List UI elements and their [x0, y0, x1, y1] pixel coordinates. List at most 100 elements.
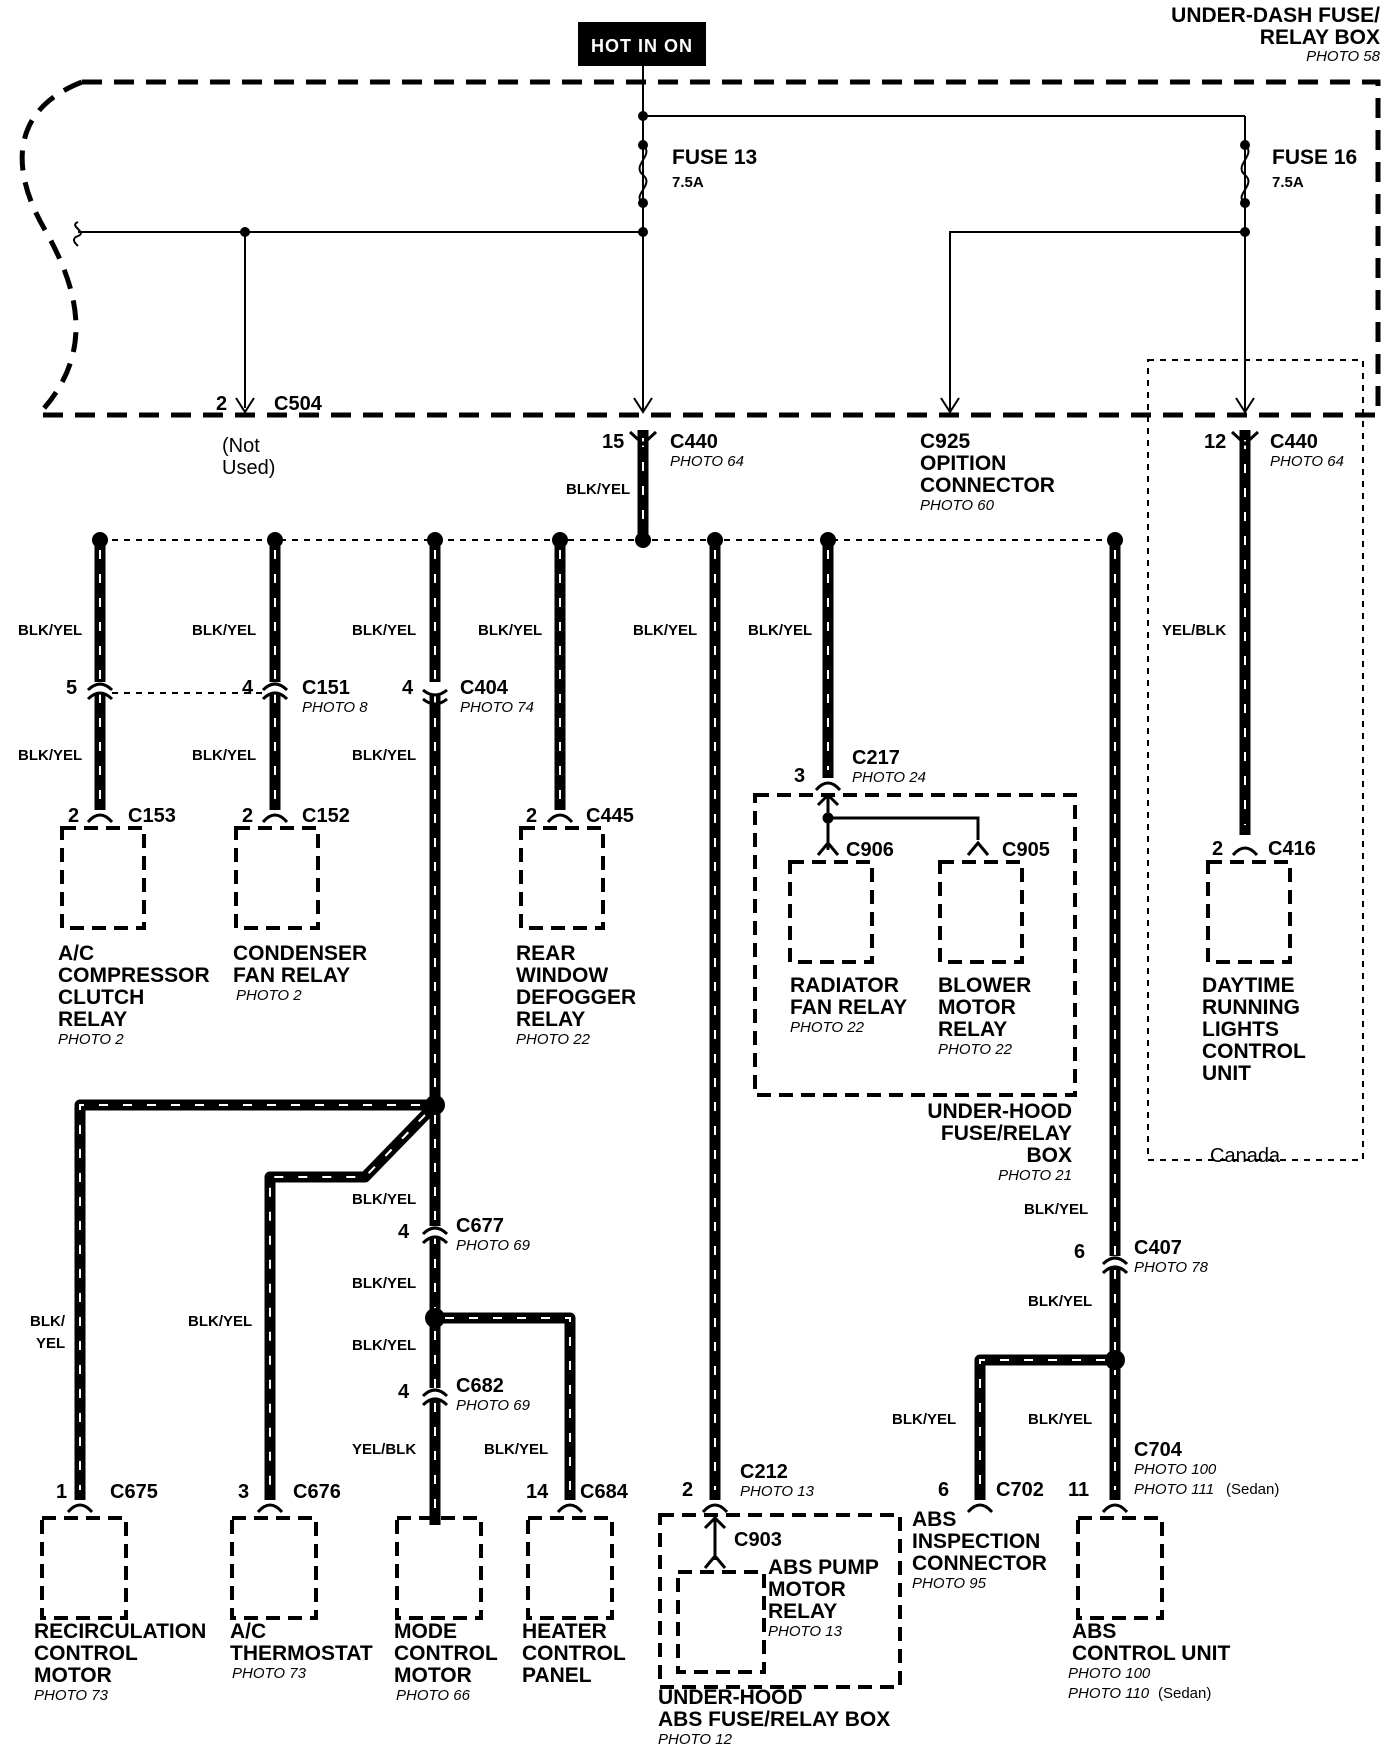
c702-label: 6 C702: [938, 1479, 1044, 1501]
radiator-fan-label: RADIATOR FAN RELAY PHOTO 22: [790, 974, 907, 1036]
abs-fuse-box: [658, 1513, 902, 1689]
svg-text:BLK/YEL: BLK/YEL: [192, 622, 256, 639]
canada-label: Canada: [1210, 1145, 1281, 1167]
svg-text:11: 11: [1068, 1479, 1089, 1501]
c151-label: 5 4 C151 PHOTO 8: [66, 677, 368, 716]
internal-wiring: [72, 66, 1246, 410]
svg-text:PHOTO 78: PHOTO 78: [1134, 1259, 1209, 1276]
fuse13-symbol: [638, 140, 648, 208]
wire-labels-middle: BLK/YEL BLK/YEL BLK/YEL YEL/BLK BLK/YEL …: [30, 1191, 1092, 1458]
svg-text:BLK/: BLK/: [30, 1313, 66, 1330]
mode-motor-label: MODE CONTROL MOTOR PHOTO 66: [394, 1620, 498, 1704]
svg-text:CONTROL: CONTROL: [34, 1642, 138, 1665]
c675-label: 1 C675: [56, 1481, 158, 1503]
svg-text:RELAY: RELAY: [516, 1008, 585, 1031]
svg-text:UNDER-HOOD: UNDER-HOOD: [927, 1100, 1072, 1123]
svg-text:BLK/YEL: BLK/YEL: [1024, 1201, 1088, 1218]
svg-text:PHOTO 73: PHOTO 73: [232, 1665, 307, 1682]
wire-labels-row1: BLK/YEL BLK/YEL BLK/YEL BLK/YEL BLK/YEL …: [18, 622, 1226, 764]
svg-text:PHOTO 95: PHOTO 95: [912, 1575, 987, 1592]
svg-text:PHOTO 100: PHOTO 100: [1134, 1461, 1217, 1478]
svg-text:FUSE/RELAY: FUSE/RELAY: [941, 1122, 1072, 1145]
svg-text:BLK/YEL: BLK/YEL: [484, 1441, 548, 1458]
svg-text:C217: C217: [852, 747, 900, 769]
svg-text:PHOTO 24: PHOTO 24: [852, 769, 926, 786]
svg-text:A/C: A/C: [58, 942, 94, 965]
svg-text:MOTOR: MOTOR: [768, 1578, 846, 1601]
svg-text:BLK/YEL: BLK/YEL: [352, 1337, 416, 1354]
svg-text:BLK/YEL: BLK/YEL: [1028, 1411, 1092, 1428]
c677-label: 4 C677 PHOTO 69: [398, 1215, 531, 1254]
svg-text:BLK/YEL: BLK/YEL: [352, 747, 416, 764]
svg-text:FUSE 16: FUSE 16: [1272, 146, 1357, 169]
splice-dots: [92, 532, 1125, 1370]
svg-text:15: 15: [602, 431, 624, 453]
svg-text:BLOWER: BLOWER: [938, 974, 1031, 997]
svg-text:UNDER-HOOD: UNDER-HOOD: [658, 1686, 803, 1709]
svg-text:7.5A: 7.5A: [1272, 174, 1304, 191]
svg-text:Used): Used): [222, 457, 275, 479]
c152-label: 2 C152: [242, 805, 350, 827]
svg-text:RADIATOR: RADIATOR: [790, 974, 899, 997]
mode-box: [395, 1516, 483, 1620]
svg-text:(Not: (Not: [222, 435, 260, 457]
svg-text:PHOTO 69: PHOTO 69: [456, 1237, 531, 1254]
svg-text:C440: C440: [1270, 431, 1318, 453]
svg-text:PHOTO 2: PHOTO 2: [236, 987, 302, 1004]
heater-box: [526, 1516, 614, 1620]
svg-text:BLK/YEL: BLK/YEL: [748, 622, 812, 639]
svg-text:2: 2: [1212, 838, 1223, 860]
condenser-fan-label: CONDENSER FAN RELAY PHOTO 2: [233, 942, 367, 1004]
c925-label: C925 OPITION CONNECTOR PHOTO 60: [920, 430, 1055, 514]
svg-text:CLUTCH: CLUTCH: [58, 986, 144, 1009]
svg-text:7.5A: 7.5A: [672, 174, 704, 191]
svg-text:C905: C905: [1002, 839, 1050, 861]
abs-cu-box: [1076, 1516, 1164, 1620]
canada-option-box: [1147, 359, 1364, 1161]
svg-text:1: 1: [56, 1481, 67, 1503]
svg-text:C684: C684: [580, 1481, 629, 1503]
svg-text:CONTROL: CONTROL: [394, 1642, 498, 1665]
svg-text:BOX: BOX: [1026, 1144, 1072, 1167]
svg-text:BLK/YEL: BLK/YEL: [188, 1313, 252, 1330]
svg-text:RELAY BOX: RELAY BOX: [1260, 26, 1380, 49]
svg-text:C903: C903: [734, 1529, 782, 1551]
svg-text:PHOTO 73: PHOTO 73: [34, 1687, 109, 1704]
svg-text:C677: C677: [456, 1215, 504, 1237]
svg-text:HEATER: HEATER: [522, 1620, 607, 1643]
svg-text:PHOTO 66: PHOTO 66: [396, 1687, 471, 1704]
svg-text:FAN RELAY: FAN RELAY: [233, 964, 350, 987]
svg-text:3: 3: [238, 1481, 249, 1503]
svg-text:WINDOW: WINDOW: [516, 964, 608, 987]
svg-text:C925: C925: [920, 430, 971, 453]
svg-text:REAR: REAR: [516, 942, 576, 965]
svg-text:LIGHTS: LIGHTS: [1202, 1018, 1279, 1041]
drl-label: DAYTIME RUNNING LIGHTS CONTROL UNIT: [1202, 974, 1306, 1085]
svg-text:PHOTO 12: PHOTO 12: [658, 1731, 733, 1748]
abs-control-unit-label: ABS CONTROL UNIT PHOTO 100 PHOTO 110 (Se…: [1068, 1620, 1230, 1702]
hot-in-on-text: HOT IN ON: [591, 36, 693, 56]
svg-text:DAYTIME: DAYTIME: [1202, 974, 1295, 997]
recirc-label: RECIRCULATION CONTROL MOTOR PHOTO 73: [34, 1620, 206, 1704]
rear-window-box: [519, 826, 605, 930]
condenser-fan-box: [234, 826, 320, 930]
underdash-box-label: UNDER-DASH FUSE/ RELAY BOX PHOTO 58: [1171, 4, 1380, 65]
svg-text:FUSE 13: FUSE 13: [672, 146, 757, 169]
svg-text:C404: C404: [460, 677, 509, 699]
abs-inspection-label: ABS INSPECTION CONNECTOR PHOTO 95: [912, 1508, 1047, 1592]
svg-text:PHOTO 100: PHOTO 100: [1068, 1665, 1151, 1682]
svg-text:COMPRESSOR: COMPRESSOR: [58, 964, 210, 987]
svg-text:4: 4: [242, 677, 254, 699]
svg-text:ABS PUMP: ABS PUMP: [768, 1556, 879, 1579]
svg-text:BLK/YEL: BLK/YEL: [192, 747, 256, 764]
svg-text:6: 6: [938, 1479, 949, 1501]
svg-text:PHOTO 64: PHOTO 64: [670, 453, 744, 470]
svg-text:RELAY: RELAY: [768, 1600, 837, 1623]
svg-text:4: 4: [398, 1381, 410, 1403]
svg-text:C445: C445: [586, 805, 634, 827]
svg-text:MOTOR: MOTOR: [34, 1664, 112, 1687]
svg-text:BLK/YEL: BLK/YEL: [352, 622, 416, 639]
svg-text:BLK/YEL: BLK/YEL: [18, 622, 82, 639]
blower-motor-label: BLOWER MOTOR RELAY PHOTO 22: [938, 974, 1031, 1058]
svg-text:RELAY: RELAY: [938, 1018, 1007, 1041]
